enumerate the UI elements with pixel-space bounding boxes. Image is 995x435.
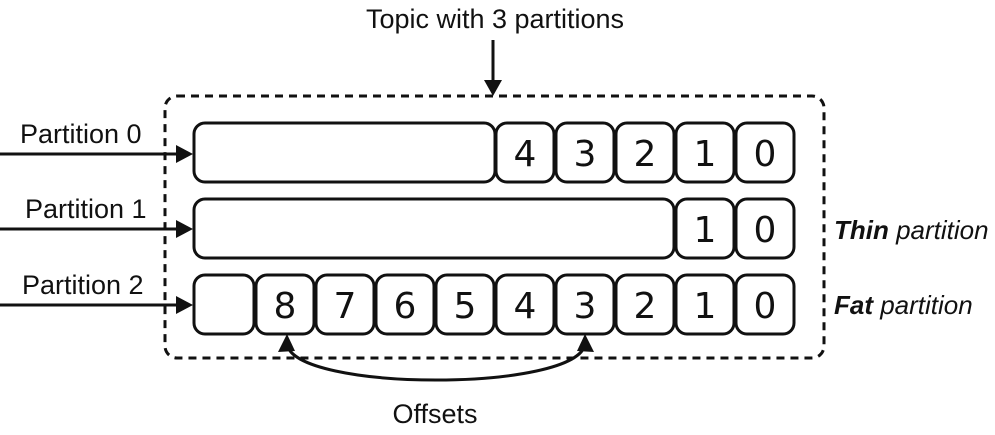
partition-1-arrow-head <box>176 220 193 238</box>
partition-0-offset-text: 1 <box>694 134 717 175</box>
partition-2-offset-text: 0 <box>754 286 777 327</box>
partition-0-offset-cell <box>674 121 736 184</box>
partition-1-note-rest: partition <box>889 215 989 245</box>
partition-0-offset-cell <box>614 121 676 184</box>
partition-2-label: Partition 2 <box>22 270 144 300</box>
partition-0-arrow-head <box>176 145 193 163</box>
partition-1-note: Thin partition <box>834 215 989 245</box>
partition-2-offset-cell <box>254 273 316 336</box>
partition-2-offset-text: 1 <box>694 286 717 327</box>
partition-0-offset-text: 2 <box>634 134 657 175</box>
partition-0-empty-slot <box>192 121 497 184</box>
partition-1-note-bold: Thin <box>834 215 889 245</box>
partition-2-offset-cell <box>314 273 376 336</box>
partition-2-offset-text: 7 <box>334 286 357 327</box>
partition-2-offset-text: 3 <box>574 286 597 327</box>
partition-1-offset-cell <box>734 197 796 260</box>
partition-2-offset-text: 8 <box>274 286 297 327</box>
title-arrow-head <box>484 80 502 96</box>
partition-2-offset-text: 4 <box>514 286 537 327</box>
partition-2-offset-cell <box>494 273 556 336</box>
partition-1-empty-slot <box>192 197 676 260</box>
partition-0-label: Partition 0 <box>20 119 142 149</box>
partition-0-offset-cell <box>494 121 556 184</box>
partition-0-offset-cell <box>554 121 616 184</box>
partition-2-offset-cell <box>374 273 436 336</box>
offsets-label: Offsets <box>392 399 477 429</box>
partition-1-offset-text: 1 <box>694 210 717 251</box>
partition-1-row: Partition 1 1 0 Thin partition <box>0 194 989 260</box>
partition-2-note: Fat partition <box>834 290 973 320</box>
partition-2-offset-cell <box>734 273 796 336</box>
partition-2-offset-text: 2 <box>634 286 657 327</box>
partition-2-arrow-head <box>176 296 193 314</box>
partition-2-row: Partition 2 8 7 6 5 4 3 2 1 0 Fat partit… <box>0 270 973 336</box>
partition-2-note-bold: Fat <box>834 290 874 320</box>
topic-title: Topic with 3 partitions <box>366 4 624 34</box>
partition-2-offset-cell <box>434 273 496 336</box>
partition-0-offset-cell <box>734 121 796 184</box>
partition-2-offset-text: 6 <box>394 286 417 327</box>
partition-2-note-rest: partition <box>873 290 973 320</box>
partition-1-offset-text: 0 <box>754 210 777 251</box>
partition-2-offset-text: 5 <box>454 286 477 327</box>
partition-1-label: Partition 1 <box>25 194 147 224</box>
partition-1-offset-cell <box>674 197 736 260</box>
partition-0-offset-text: 0 <box>754 134 777 175</box>
partition-0-offset-text: 3 <box>574 134 597 175</box>
partition-2-offset-cell <box>614 273 676 336</box>
offsets-arrow-head-left <box>278 334 295 352</box>
partition-0-row: Partition 0 4 3 2 1 0 <box>0 119 796 184</box>
topic-boundary <box>163 94 826 360</box>
offsets-arrow-curve <box>285 343 587 382</box>
offsets-arrow-head-right <box>577 334 594 352</box>
partition-2-empty-slot <box>192 273 256 336</box>
partition-2-offset-cell <box>674 273 736 336</box>
partition-0-offset-text: 4 <box>514 134 537 175</box>
